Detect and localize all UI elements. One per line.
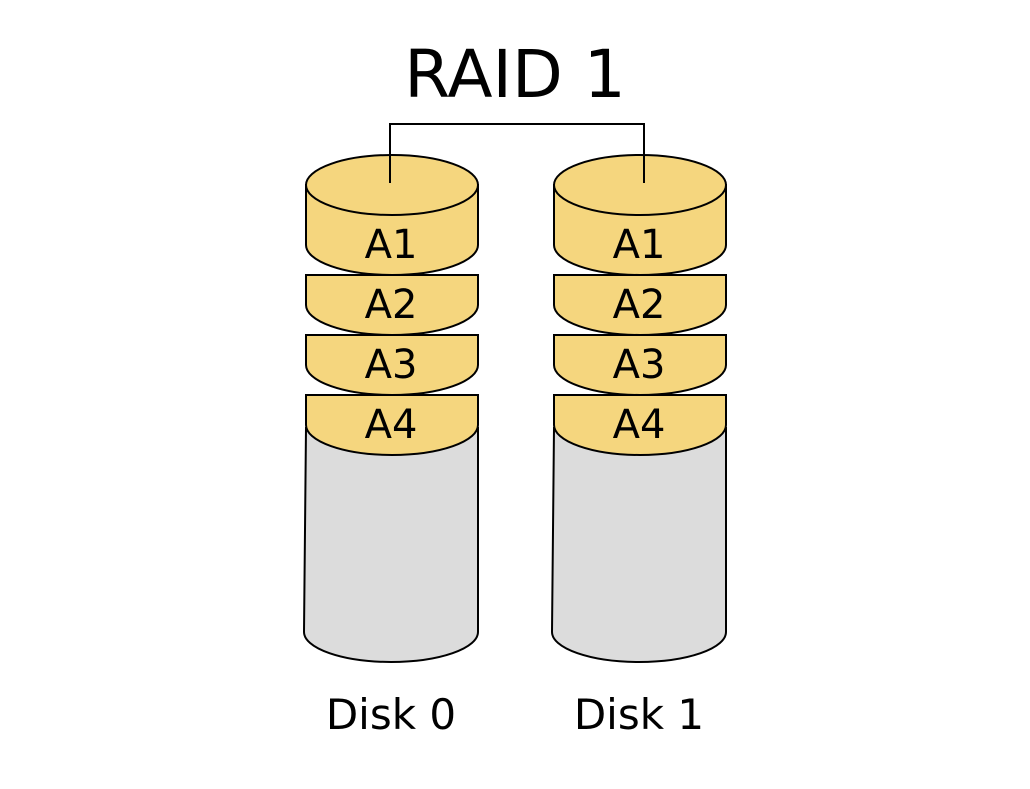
disk-0-block-a4	[305, 394, 479, 456]
disk-1-block-a4	[553, 394, 727, 456]
disk-1-block-a4-label: A4	[613, 402, 666, 448]
disk-0-top	[305, 154, 479, 216]
disk-0: A4 A3 A2 A1	[302, 154, 479, 663]
disk-0-block-a3	[305, 334, 479, 396]
disk-0-empty-space	[302, 427, 479, 663]
disk-0-block-a2-label: A2	[365, 282, 418, 328]
disk-1-top	[553, 154, 727, 216]
disk-1-label: Disk 1	[574, 690, 704, 739]
disk-1-block-a3	[553, 334, 727, 396]
disk-1-empty-space	[550, 427, 727, 663]
disk-0-block-a2	[305, 274, 479, 336]
disk-1-block-a2-label: A2	[613, 282, 666, 328]
disk-1-block-a1-label: A1	[613, 222, 666, 268]
disk-1: A4 A3 A2 A1	[550, 154, 727, 663]
disk-0-block-a4-label: A4	[365, 402, 418, 448]
disk-0-block-a3-label: A3	[365, 342, 418, 388]
disk-0-block-a1-label: A1	[365, 222, 418, 268]
diagram-title: RAID 1	[404, 36, 626, 113]
disk-1-block-a3-label: A3	[613, 342, 666, 388]
disk-1-block-a2	[553, 274, 727, 336]
disk-0-label: Disk 0	[326, 690, 456, 739]
